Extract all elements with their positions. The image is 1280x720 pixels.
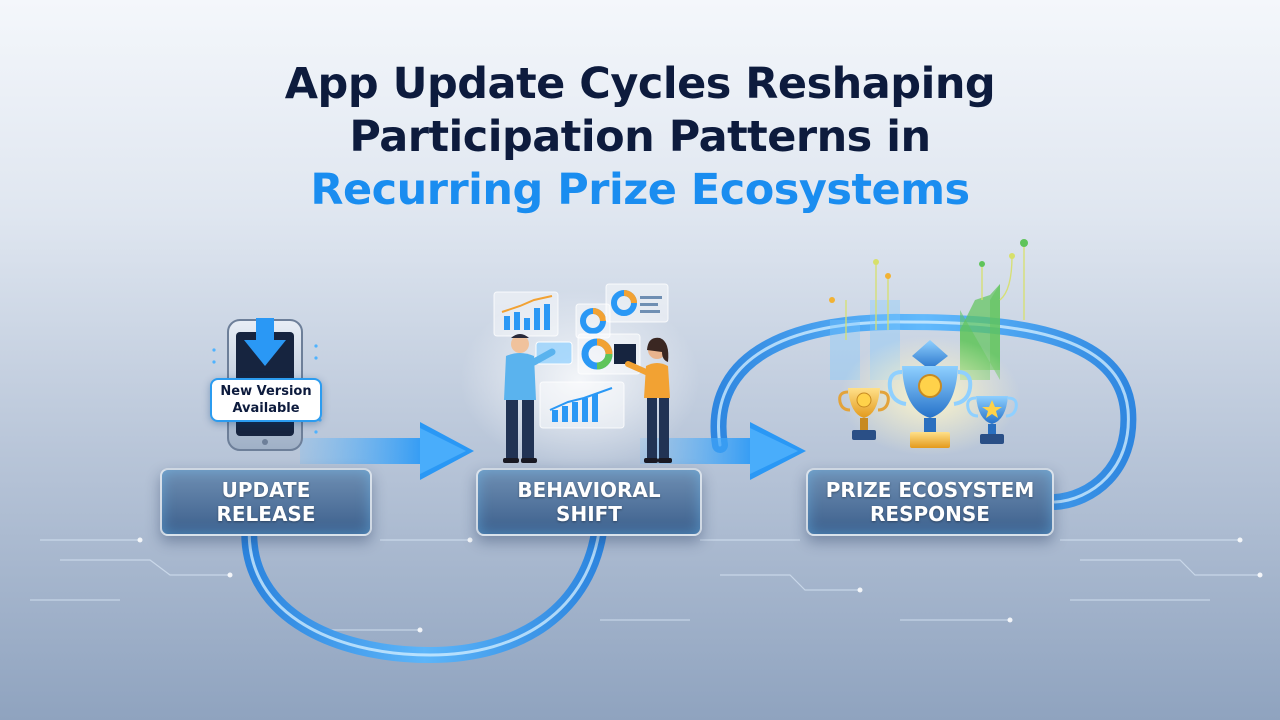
- stage-update-release: UPDATE RELEASE: [160, 468, 372, 536]
- stage-update-release-label: UPDATE RELEASE: [216, 478, 316, 526]
- stage-prize-ecosystem-response: PRIZE ECOSYSTEM RESPONSE: [806, 468, 1054, 536]
- sparkle-lines: [845, 244, 1025, 340]
- donut-panel-small: [575, 303, 611, 339]
- title-line-3: Recurring Prize Ecosystems: [310, 165, 970, 215]
- title-line-2: Participation Patterns in: [349, 112, 931, 162]
- trophy-left: [838, 388, 890, 440]
- sparkle-dots: [829, 239, 1028, 303]
- circuit-lines: [30, 539, 1260, 631]
- stage-prize-ecosystem-response-label: PRIZE ECOSYSTEM RESPONSE: [825, 478, 1035, 526]
- trophy-right: [966, 396, 1018, 444]
- donut-panel-top: [605, 283, 669, 323]
- arrow-update-to-shift: [300, 422, 474, 480]
- line-chart-panel: [539, 381, 625, 429]
- title-line-1: App Update Cycles Reshaping: [284, 59, 996, 109]
- circuit-dots: [137, 537, 1263, 633]
- bar-chart-panel: [493, 291, 559, 337]
- page-title: App Update Cycles Reshaping Participatio…: [0, 58, 1280, 217]
- donut-panel-center: [577, 333, 641, 375]
- stage-behavioral-shift: BEHAVIORAL SHIFT: [476, 468, 702, 536]
- new-version-badge: New Version Available: [210, 378, 322, 422]
- trophy-center: [887, 340, 973, 448]
- trophies-icon: [838, 336, 1020, 456]
- woman-figure-icon: [625, 337, 672, 463]
- stage-behavioral-shift-label: BEHAVIORAL SHIFT: [517, 478, 661, 526]
- new-version-badge-label: New Version Available: [220, 384, 312, 416]
- man-figure-icon: [503, 334, 556, 463]
